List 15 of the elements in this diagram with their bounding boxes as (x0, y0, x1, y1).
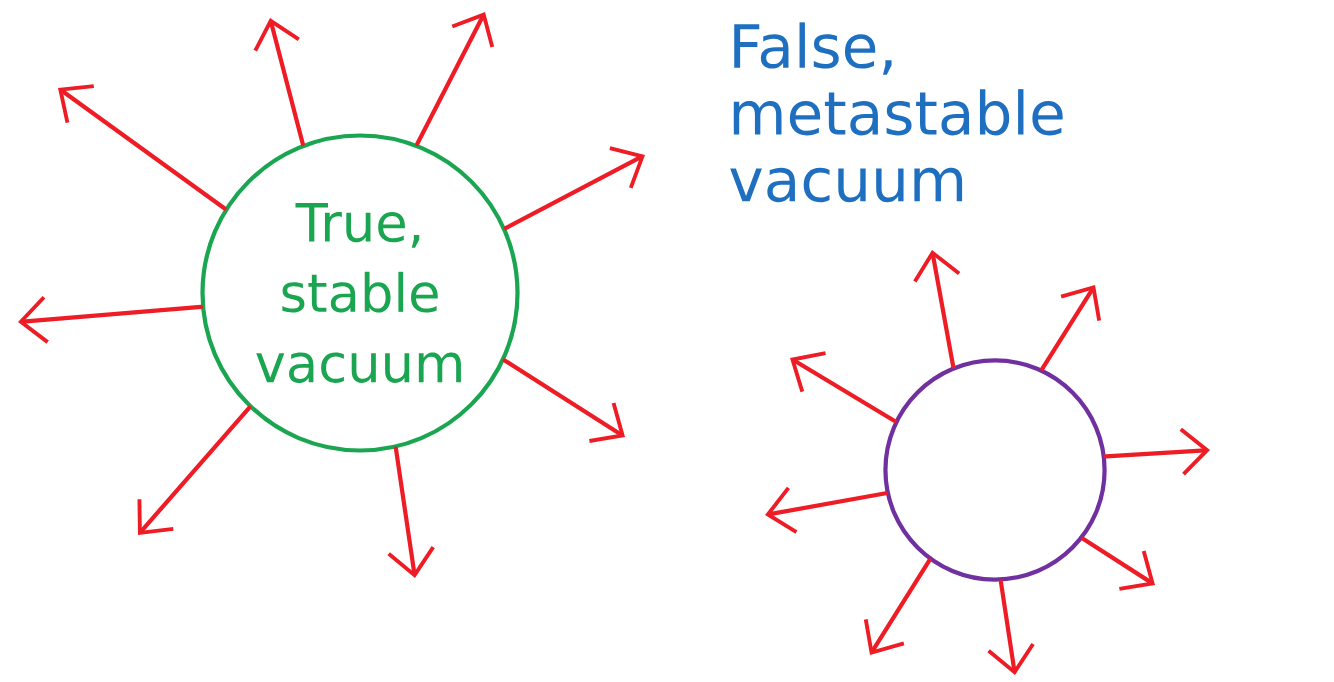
arrow (1103, 427, 1210, 476)
arrow (502, 358, 625, 443)
arrow (863, 558, 932, 655)
arrow (387, 446, 435, 578)
arrow (1040, 285, 1102, 371)
arrow (765, 486, 888, 534)
arrow (415, 12, 495, 147)
arrow (58, 84, 227, 211)
arrow (790, 351, 897, 424)
handwritten-label: False, metastable vacuum (730, 22, 1063, 203)
arrow (503, 146, 645, 231)
arrow (18, 295, 204, 344)
arrow (913, 250, 961, 369)
arrow (253, 18, 305, 147)
arrow (137, 405, 252, 535)
